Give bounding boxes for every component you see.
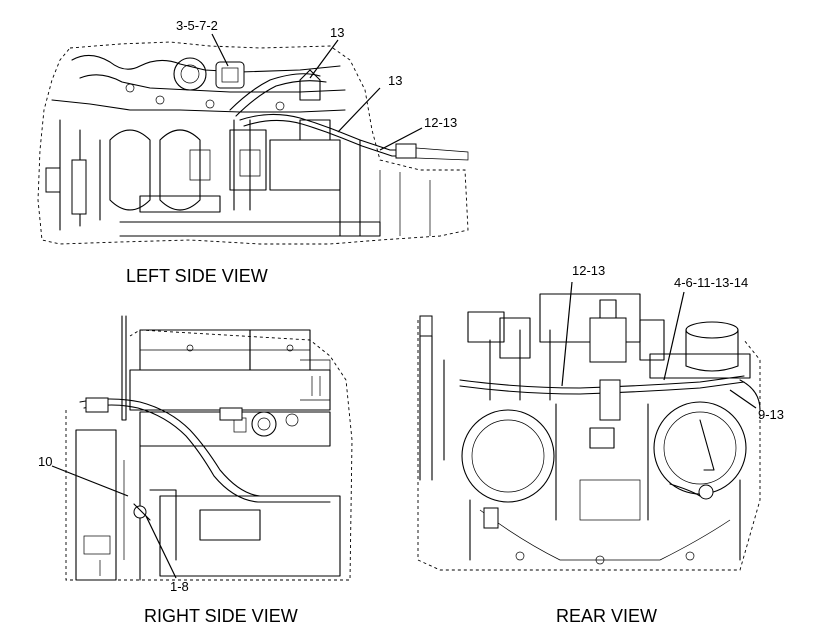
- callout-label: 12-13: [572, 263, 605, 278]
- leader-line: [729, 389, 757, 409]
- callout-label: 3-5-7-2: [176, 18, 218, 33]
- leader-line: [309, 39, 339, 79]
- right-side-view-title: RIGHT SIDE VIEW: [144, 606, 298, 626]
- left-side-view-drawing: [37, 41, 469, 245]
- callout-label: 12-13: [424, 115, 457, 130]
- leader-line: [337, 87, 381, 133]
- callout-label: 13: [388, 73, 402, 88]
- leader-line: [211, 33, 229, 67]
- left-side-view-title: LEFT SIDE VIEW: [126, 266, 268, 286]
- right-side-view-drawing: [65, 315, 353, 581]
- callout-label: 9-13: [758, 407, 784, 422]
- callout-label: 10: [38, 454, 52, 469]
- rear-view-drawing: [417, 293, 761, 571]
- callout-label: 13: [330, 25, 344, 40]
- leader-line: [51, 465, 129, 497]
- callout-label: 1-8: [170, 579, 189, 594]
- leader-line: [145, 515, 177, 579]
- leader-line: [379, 127, 423, 151]
- rear-view-title: REAR VIEW: [556, 606, 657, 626]
- leader-line: [663, 291, 685, 381]
- leader-line: [561, 281, 573, 387]
- callout-label: 4-6-11-13-14: [674, 275, 748, 290]
